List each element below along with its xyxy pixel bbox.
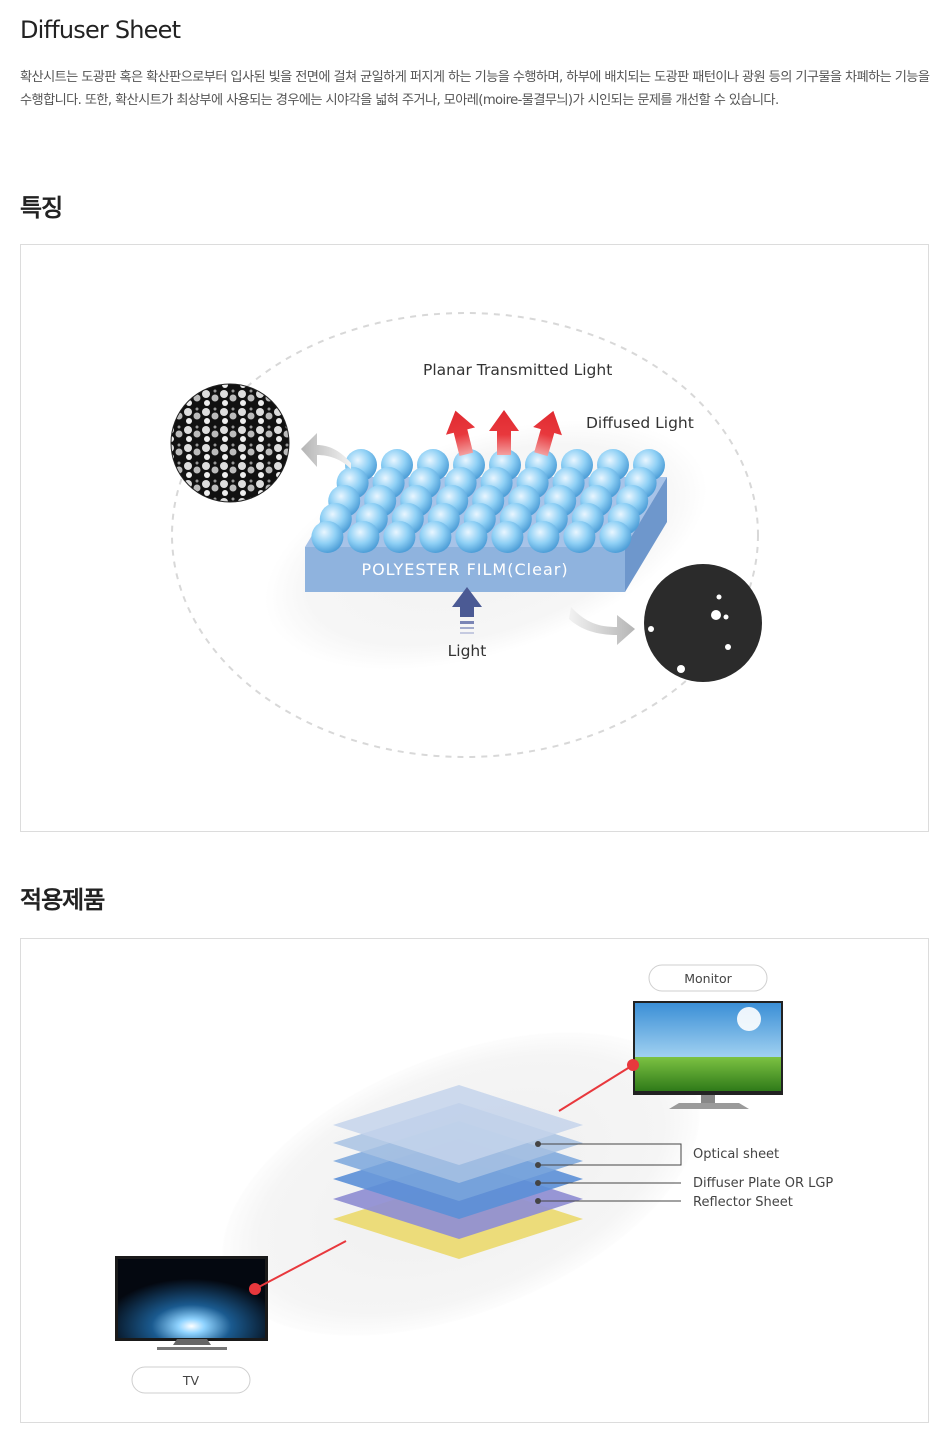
scatter-arrow-right [569, 607, 635, 645]
features-title: 특징 [20, 194, 63, 222]
layer-leader-lines [538, 1143, 682, 1202]
reflector-sheet-label: Reflector Sheet [693, 1195, 793, 1210]
film-label: POLYESTER FILM(Clear) [361, 560, 568, 579]
features-diagram-panel: POLYESTER FILM(Clear) [20, 244, 929, 832]
bead [455, 521, 488, 553]
monitor-connector-dot [627, 1059, 639, 1071]
orbit-dashed-ellipse [171, 312, 759, 758]
page-title: Diffuser Sheet [20, 16, 181, 44]
bead [419, 521, 452, 553]
tv-pill: TV [131, 1366, 251, 1394]
light-label: Light [448, 642, 487, 660]
diffused-light-label: Diffused Light [586, 414, 694, 432]
tv-connector-dot [249, 1283, 261, 1295]
bead [563, 521, 596, 553]
scatter-arrow-left [301, 433, 351, 469]
diffused-microscope-image [170, 383, 290, 503]
applications-diagram: Optical sheet Diffuser Plate OR LGP Refl… [115, 964, 833, 1394]
monitor-label: Monitor [684, 971, 732, 986]
bead [491, 521, 524, 553]
bead [527, 521, 560, 553]
applications-diagram-panel: Optical sheet Diffuser Plate OR LGP Refl… [20, 938, 929, 1423]
bead [383, 521, 416, 553]
tv-label: TV [182, 1373, 200, 1388]
diffusion-diagram: POLYESTER FILM(Clear) [170, 312, 762, 758]
monitor-image [633, 1001, 783, 1109]
film-side [625, 477, 667, 592]
bead [347, 521, 380, 553]
bead-grid [311, 449, 665, 553]
monitor-pill: Monitor [648, 964, 768, 992]
film-front [305, 547, 625, 592]
bead [599, 521, 632, 553]
monitor-connector-line [558, 1064, 634, 1112]
layer-leader-dots [535, 1141, 541, 1204]
planar-light-label: Planar Transmitted Light [423, 361, 612, 379]
light-arrow [452, 587, 482, 634]
clear-microscope-image [644, 564, 762, 682]
planar-light-arrows [445, 410, 562, 457]
tv-connector-line [254, 1240, 347, 1290]
tv-image [115, 1256, 268, 1350]
bead [311, 521, 344, 553]
diffuser-plate-label: Diffuser Plate OR LGP [693, 1176, 833, 1191]
layer-optical-1 [333, 1085, 583, 1165]
applications-title: 적용제품 [20, 886, 105, 914]
optical-sheet-label: Optical sheet [693, 1147, 779, 1162]
intro-paragraph: 확산시트는 도광판 혹은 확산판으로부터 입사된 빛을 전면에 걸쳐 균일하게 … [20, 70, 930, 108]
